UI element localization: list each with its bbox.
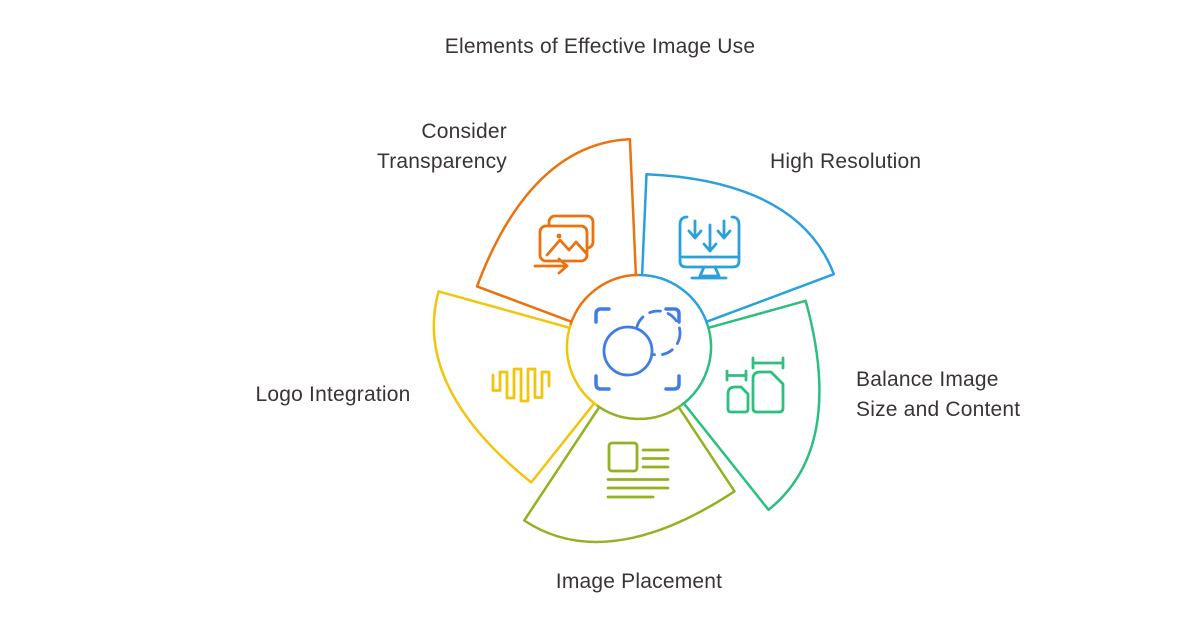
images-transparency-icon bbox=[533, 214, 595, 275]
segment-label-balance-image-size-and-content: Balance Image Size and Content bbox=[856, 368, 1021, 421]
down-arrow-right bbox=[716, 219, 732, 240]
segment-label-image-placement: Image Placement bbox=[555, 570, 723, 593]
page-title: Elements of Effective Image Use bbox=[444, 35, 756, 58]
sun-dot bbox=[556, 233, 562, 239]
fan-blades bbox=[432, 137, 836, 544]
segment-label-consider-transparency: Consider Transparency bbox=[376, 120, 507, 173]
solid-circle bbox=[602, 325, 654, 377]
monitor-download-icon bbox=[678, 215, 741, 280]
center-ring bbox=[565, 273, 713, 421]
focus-crop-icon bbox=[594, 307, 682, 391]
large-measure-bar bbox=[751, 356, 785, 370]
large-image-shape bbox=[751, 370, 785, 414]
segment-label-logo-integration: Logo Integration bbox=[255, 383, 411, 406]
blade-balance-image bbox=[682, 299, 821, 512]
wave-logo-icon bbox=[491, 367, 551, 403]
blade-logo-integration bbox=[432, 290, 596, 484]
blade-consider-transparency bbox=[475, 137, 638, 324]
ring-arc-image-placement bbox=[595, 404, 683, 421]
down-arrow-left bbox=[687, 219, 703, 240]
blade-image-placement bbox=[522, 405, 736, 544]
bottom-text-lines bbox=[606, 478, 670, 499]
monitor-body bbox=[678, 215, 741, 269]
ring-arc-logo-integration bbox=[565, 324, 598, 407]
small-image-shape bbox=[726, 385, 750, 414]
down-arrow-middle bbox=[702, 223, 718, 253]
right-arrow bbox=[533, 257, 569, 275]
side-text-lines bbox=[641, 448, 670, 469]
blade-high-resolution bbox=[640, 172, 836, 324]
mountain-line bbox=[545, 238, 588, 257]
layout-image-box bbox=[607, 441, 639, 473]
ring-arc-high-resolution bbox=[638, 273, 709, 326]
size-measure-icon bbox=[725, 356, 785, 414]
small-measure-bar bbox=[725, 369, 748, 382]
ring-arc-balance-image bbox=[680, 324, 713, 407]
crop-corner-brackets bbox=[594, 307, 681, 391]
square-wave bbox=[491, 367, 551, 403]
monitor-stand bbox=[698, 265, 721, 278]
ring-arc-consider-transparency bbox=[569, 273, 640, 326]
layout-text-icon bbox=[606, 441, 670, 499]
segment-label-high-resolution: High Resolution bbox=[770, 150, 922, 173]
